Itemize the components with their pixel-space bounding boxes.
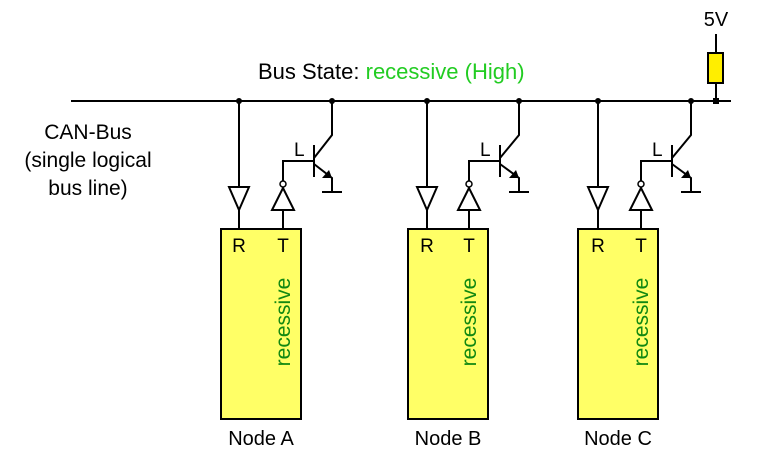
supply-label: 5V	[704, 9, 729, 31]
transistor-collector	[671, 101, 692, 159]
emitter-arrow-icon	[322, 170, 332, 178]
tx-inverter-icon	[270, 185, 296, 211]
bus-label-line-1: CAN-Bus	[44, 121, 132, 144]
base-wire	[468, 160, 500, 181]
transistor-label: L	[652, 140, 663, 161]
tx-label: T	[277, 236, 289, 257]
node-name: Node A	[228, 428, 294, 450]
inverter-bubble-icon	[279, 180, 287, 188]
resistor-body	[707, 52, 724, 84]
node-name: Node C	[584, 428, 652, 450]
node-box	[407, 228, 489, 420]
inverter-bubble-icon	[465, 180, 473, 188]
transistor-collector	[313, 101, 333, 159]
bus-label-line-3: bus line)	[48, 177, 127, 200]
emitter-arrow-icon	[681, 170, 691, 178]
rx-buffer-icon	[227, 186, 251, 213]
rx-label: R	[232, 236, 246, 257]
tx-inverter-icon	[456, 185, 482, 211]
tx-state-label: recessive	[458, 278, 481, 367]
inverter-bubble-icon	[637, 180, 645, 188]
bus-label: CAN-Bus (single logical bus line)	[24, 121, 151, 200]
transistor-label: L	[294, 140, 305, 161]
rx-label: R	[420, 236, 434, 257]
emitter-arrow-icon	[509, 170, 519, 178]
node-box	[577, 228, 659, 420]
tx-inverter-icon	[628, 185, 654, 211]
resistor-junction	[713, 98, 719, 104]
rx-label: R	[591, 236, 605, 257]
tx-label: T	[635, 236, 647, 257]
tx-state-label: recessive	[272, 278, 295, 367]
base-wire	[282, 160, 314, 181]
bus-state-value: recessive (High)	[366, 59, 525, 84]
pull-up-resistor: 5V	[704, 9, 729, 104]
transistor-collector	[499, 101, 520, 159]
node-name: Node B	[415, 428, 482, 450]
base-wire	[640, 160, 672, 181]
bus-state-title: Bus State: recessive (High)	[258, 59, 525, 84]
rx-buffer-icon	[415, 186, 439, 213]
tx-state-label: recessive	[630, 278, 653, 367]
rx-buffer-icon	[586, 186, 610, 213]
transistor-label: L	[480, 140, 491, 161]
node-box	[220, 228, 302, 420]
tx-label: T	[463, 236, 475, 257]
bus-label-line-2: (single logical	[24, 149, 151, 172]
bus-state-prefix: Bus State:	[258, 59, 366, 84]
